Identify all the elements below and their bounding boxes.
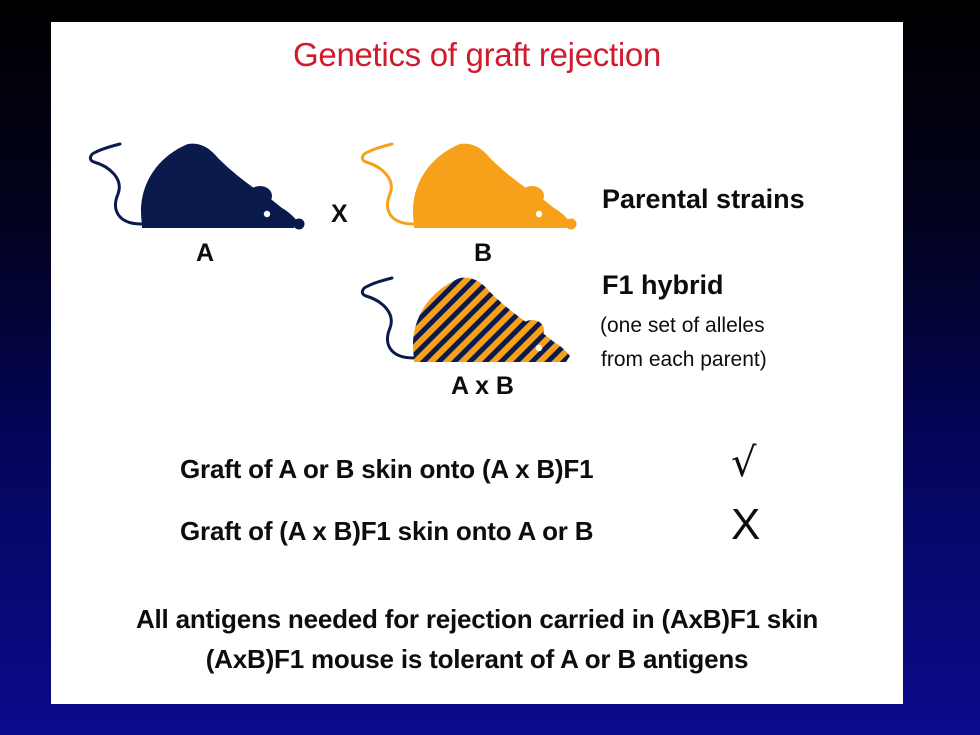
- f1-hybrid-label: F1 hybrid: [602, 270, 724, 300]
- checkmark-icon: √: [731, 440, 757, 486]
- strain-a-label: A: [196, 239, 215, 267]
- rejection-x-icon: X: [731, 500, 761, 549]
- slide: Genetics of graft rejection A X B Parent…: [51, 22, 903, 704]
- dark-blue-mouse-icon: [88, 142, 305, 230]
- orange-mouse-icon: [360, 142, 577, 230]
- strain-b-label: B: [474, 239, 493, 267]
- f1-hybrid-cross-label: A x B: [451, 372, 514, 400]
- graft-accepted-text: Graft of A or B skin onto (A x B)F1: [180, 454, 594, 484]
- graft-rejected-text: Graft of (A x B)F1 skin onto A or B: [180, 516, 594, 546]
- f1-note-line-1: (one set of alleles: [600, 314, 765, 337]
- conclusion-line-2: (AxB)F1 mouse is tolerant of A or B anti…: [205, 644, 749, 674]
- slide-title: Genetics of graft rejection: [293, 36, 661, 73]
- cross-symbol: X: [331, 200, 348, 228]
- conclusion-line-1: All antigens needed for rejection carrie…: [135, 604, 819, 634]
- hatched-mouse-icon: [360, 276, 570, 362]
- parental-strains-label: Parental strains: [602, 184, 805, 214]
- f1-note-line-2: from each parent): [601, 348, 767, 371]
